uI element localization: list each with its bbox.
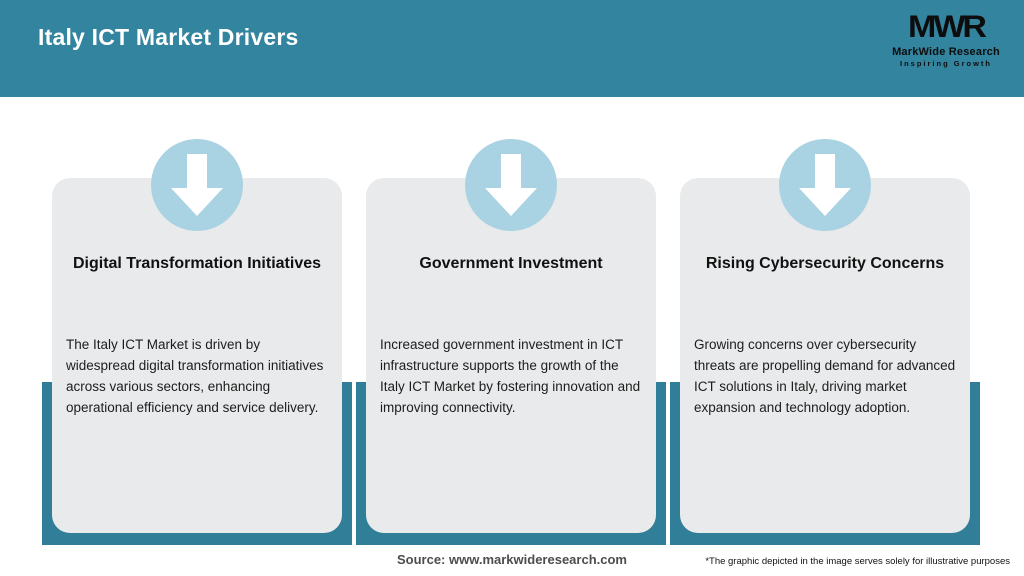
down-arrow-icon: [465, 139, 557, 231]
card-title: Rising Cybersecurity Concerns: [705, 255, 945, 272]
card-body-text: Growing concerns over cybersecurity thre…: [694, 337, 956, 415]
down-arrow-icon: [779, 139, 871, 231]
page-title: Italy ICT Market Drivers: [38, 24, 299, 50]
driver-card-government-investment: Government Investment Increased governme…: [356, 138, 666, 545]
driver-card-digital-transformation: Digital Transformation Initiatives The I…: [42, 138, 352, 545]
logo-tagline: Inspiring Growth: [900, 59, 992, 68]
card-title: Government Investment: [419, 255, 603, 272]
card-title: Digital Transformation Initiatives: [72, 255, 322, 272]
down-arrow-icon: [151, 139, 243, 231]
driver-card-cybersecurity-concerns: Rising Cybersecurity Concerns Growing co…: [670, 138, 980, 545]
card-panel: Rising Cybersecurity Concerns Growing co…: [680, 178, 970, 533]
card-panel: Digital Transformation Initiatives The I…: [52, 178, 342, 533]
logo-name: MarkWide Research: [892, 46, 1000, 58]
header-bar: Italy ICT Market Drivers MWR MarkWide Re…: [0, 0, 1024, 97]
card-panel: Government Investment Increased governme…: [366, 178, 656, 533]
source-attribution: Source: www.markwideresearch.com: [396, 552, 627, 567]
card-body-text: The Italy ICT Market is driven by widesp…: [66, 337, 324, 415]
markwide-logo: MWR MarkWide Research Inspiring Growth: [886, 10, 1006, 68]
logo-monogram: MWR: [908, 9, 987, 45]
card-body-text: Increased government investment in ICT i…: [380, 337, 641, 415]
disclaimer-note: *The graphic depicted in the image serve…: [705, 556, 1010, 567]
